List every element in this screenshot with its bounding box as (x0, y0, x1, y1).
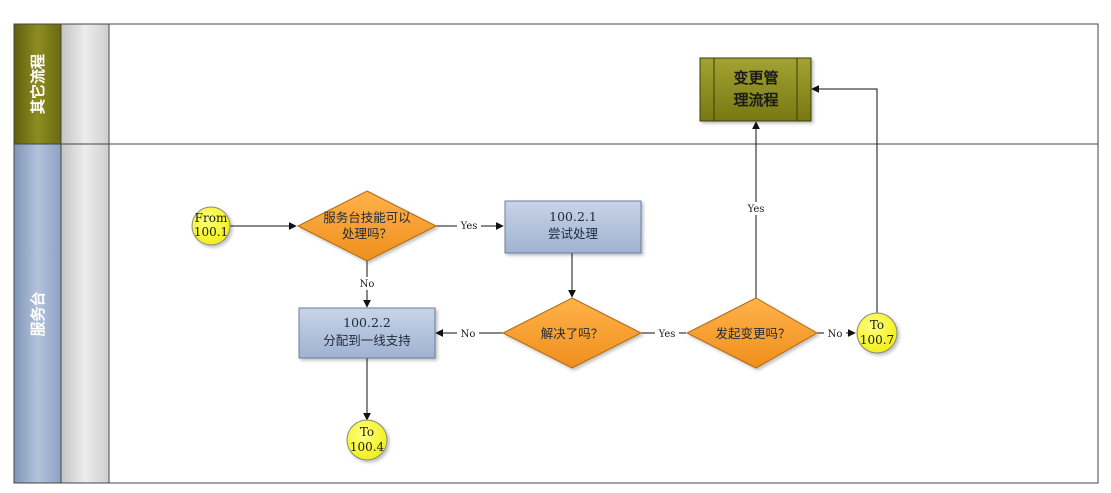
node-from-1001[interactable]: From 100.1 (191, 206, 231, 246)
node-to-1007-line1: To (870, 318, 884, 332)
label-yes-2: Yes (658, 329, 676, 340)
node-to-1004[interactable]: To 100.4 (346, 419, 388, 461)
decision-change[interactable]: 发起变更吗？ (685, 297, 819, 369)
task-assign-l1[interactable]: 100.2.2 分配到一线支持 (298, 307, 436, 359)
lane-servicedesk: 服务台 (13, 143, 110, 484)
subprocess-change-mgmt[interactable]: 变更管 理流程 (699, 57, 812, 122)
node-from-line2: 100.1 (194, 225, 228, 239)
decision-can-handle[interactable]: 服务台技能可以 处理吗？ (296, 190, 438, 262)
label-yes-3: Yes (747, 204, 765, 215)
node-from-line1: From (195, 211, 228, 225)
decision-solved[interactable]: 解决了吗？ (501, 297, 643, 369)
decision-can-handle-line2: 处理吗？ (342, 226, 392, 241)
task-try-handle[interactable]: 100.2.1 尝试处理 (504, 200, 642, 254)
node-to-1007-line2: 100.7 (860, 333, 894, 347)
subprocess-line2: 理流程 (733, 91, 778, 109)
lane-other-title: 其它流程 (29, 54, 47, 114)
label-no-3: No (828, 329, 843, 340)
edge-labels: Yes No No Yes Yes No (356, 202, 846, 340)
task-try-label: 尝试处理 (548, 226, 599, 241)
task-assign-label: 分配到一线支持 (323, 333, 411, 348)
edge-to1007-to-sub (811, 85, 878, 313)
node-to-1004-line2: 100.4 (350, 440, 385, 454)
lane-other-header (13, 23, 62, 145)
lane-other-subheader (60, 23, 110, 145)
node-to-1004-line1: To (360, 425, 374, 439)
task-assign-id: 100.2.2 (343, 315, 391, 330)
lane-desk-header (13, 143, 62, 484)
task-try-id: 100.2.1 (549, 209, 597, 224)
decision-change-label: 发起变更吗？ (715, 326, 790, 341)
decision-can-handle-line1: 服务台技能可以 (323, 210, 411, 225)
decision-solved-label: 解决了吗？ (541, 326, 604, 341)
lane-desk-subheader (60, 143, 110, 484)
label-no-2: No (461, 329, 476, 340)
label-yes-1: Yes (460, 221, 478, 232)
label-no-1: No (360, 279, 375, 290)
lane-other: 其它流程 (13, 23, 1098, 145)
lane-desk-title: 服务台 (29, 291, 47, 336)
node-to-1007[interactable]: To 100.7 (856, 312, 898, 354)
subprocess-line1: 变更管 (733, 69, 778, 87)
